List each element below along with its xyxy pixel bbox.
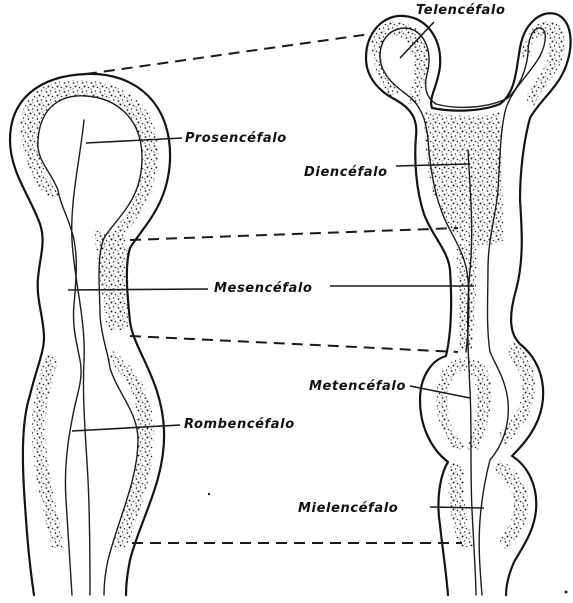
- leader-mielencefalo: [430, 507, 484, 508]
- leader-mesencefalo-left: [68, 289, 208, 290]
- label-diencefalo: Diencéfalo: [304, 165, 388, 180]
- right-telencephalon-left-lobe-wall: [371, 21, 428, 104]
- right-mesencephalon-wall: [456, 244, 477, 350]
- label-telencefalo: Telencéfalo: [416, 3, 505, 18]
- right-myelencephalon-outer-wall: [494, 460, 528, 550]
- three-vesicle-brain: [10, 74, 170, 595]
- right-metencephalon-wall: [436, 357, 491, 450]
- label-rombencefalo: Rombencéfalo: [184, 417, 295, 432]
- dashed-line-top: [86, 34, 370, 74]
- left-rhombencephalon-wall-left: [32, 352, 64, 548]
- label-metencefalo: Metencéfalo: [309, 379, 406, 394]
- left-canal-line: [72, 120, 90, 595]
- label-prosencefalo: Prosencéfalo: [185, 131, 287, 146]
- right-metencephalon-outer-wall: [498, 340, 535, 446]
- label-mielencefalo: Mielencéfalo: [298, 501, 398, 516]
- leader-prosencefalo: [86, 138, 182, 143]
- right-myelencephalon-wall: [448, 462, 474, 548]
- dashed-line-mesencephalon-lower: [130, 336, 458, 352]
- speck: [208, 493, 210, 495]
- label-mesencefalo: Mesencéfalo: [214, 281, 313, 296]
- dashed-line-prosencephalon-lower: [130, 228, 458, 240]
- speck: [565, 591, 568, 594]
